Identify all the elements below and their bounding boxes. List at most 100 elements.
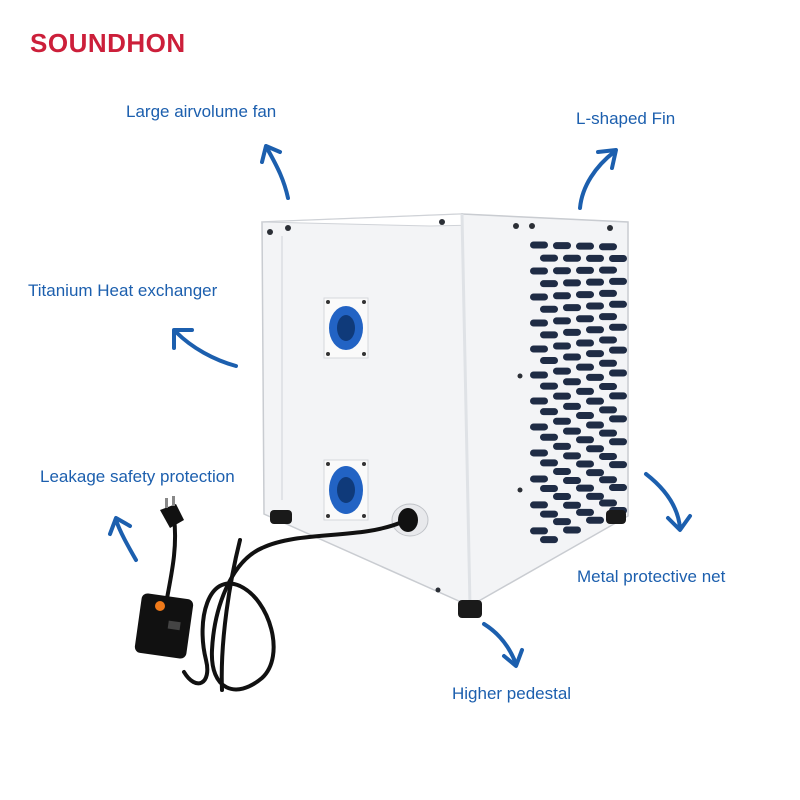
label-net: Metal protective net (577, 567, 726, 586)
grille-slot (530, 527, 548, 535)
grille-slot (576, 460, 594, 468)
grille-slot (530, 267, 548, 275)
grille-slot (576, 387, 594, 395)
grille-slot (586, 469, 604, 477)
grille-slot (586, 445, 604, 453)
grille-slot (530, 449, 548, 457)
grille-slot (563, 279, 581, 287)
grille-slot (586, 492, 604, 500)
grille-slot (540, 536, 558, 544)
grille-slot (563, 452, 581, 460)
grille-slot (530, 371, 548, 379)
grille-slot (540, 356, 558, 364)
grille-slot (599, 383, 617, 391)
grille-slot (563, 526, 581, 534)
grille-slot (553, 392, 571, 400)
grille-slot (599, 476, 617, 484)
grille-slot (530, 423, 548, 431)
grille-slot (576, 508, 594, 516)
arrow-fan-icon (260, 144, 290, 200)
grille-slot (599, 429, 617, 437)
grille-slot (553, 317, 571, 325)
grille-slot (609, 300, 627, 308)
label-leakage: Leakage safety protection (40, 467, 235, 486)
grille-slot (530, 501, 548, 509)
grille-slot (576, 315, 594, 323)
grille-slot (540, 305, 558, 313)
grille-slot (599, 499, 617, 507)
grille-slot (540, 484, 558, 492)
grille-slot (563, 427, 581, 435)
grille-slot (586, 254, 604, 262)
grille-slot (576, 242, 594, 250)
cable-gland (391, 503, 429, 537)
grille-slot (563, 254, 581, 262)
grille-slot (586, 397, 604, 405)
water-outlet-port (323, 459, 369, 521)
grille-slot (599, 452, 617, 460)
grille-slot (586, 278, 604, 286)
label-pedestal: Higher pedestal (452, 684, 572, 703)
grille-slot (609, 323, 627, 331)
grille-slot (553, 518, 571, 526)
grille-slot (609, 346, 627, 354)
grille-slot (553, 267, 571, 275)
grille-slot (540, 382, 558, 390)
grille-slot (540, 331, 558, 339)
arrow-net-icon (644, 472, 692, 532)
grille-slot (530, 293, 548, 301)
grille-slot (530, 241, 548, 249)
label-fan: Large airvolume fan (126, 102, 277, 121)
grille-slot (576, 363, 594, 371)
grille-slot (599, 359, 617, 367)
grille-slot (609, 484, 627, 492)
grille-slot (599, 243, 617, 251)
grille-slot (576, 412, 594, 420)
brand-logo: SOUNDHON (30, 28, 186, 58)
grille-slot (576, 266, 594, 274)
grille-slot (553, 467, 571, 475)
grille-slot (563, 353, 581, 361)
grille-slot (563, 402, 581, 410)
arrow-exchanger-icon (172, 328, 238, 368)
grille-slot (609, 369, 627, 377)
grille-slot (586, 421, 604, 429)
grille-slot (530, 397, 548, 405)
grille-slot (553, 442, 571, 450)
grille-slot (530, 475, 548, 483)
grille-slot (563, 378, 581, 386)
leakage-protection-plug (134, 496, 194, 659)
grille-slot (540, 459, 558, 467)
grille-slot (563, 501, 581, 509)
grille-slot (540, 254, 558, 262)
arrow-pedestal-icon (482, 622, 524, 668)
grille-slot (576, 339, 594, 347)
grille-slot (599, 406, 617, 414)
grille-slot (609, 254, 627, 262)
grille-slot (530, 345, 548, 353)
grille-slot (563, 477, 581, 485)
grille-slot (563, 328, 581, 336)
grille-slot (553, 342, 571, 350)
grille-slot (553, 242, 571, 250)
water-inlet-port (323, 297, 369, 359)
grille-slot (586, 373, 604, 381)
grille-slot (540, 408, 558, 416)
grille-slot (609, 461, 627, 469)
grille-slot (586, 516, 604, 524)
grille-slot (599, 266, 617, 274)
grille-slot (599, 336, 617, 344)
metal-protective-net (530, 241, 627, 544)
grille-slot (553, 493, 571, 501)
arrow-fin-icon (578, 148, 618, 210)
grille-slot (586, 326, 604, 334)
grille-slot (553, 367, 571, 375)
grille-slot (576, 484, 594, 492)
grille-slot (576, 436, 594, 444)
grille-slot (563, 304, 581, 312)
heat-pump-unit (261, 213, 629, 618)
grille-slot (609, 415, 627, 423)
grille-slot (540, 433, 558, 441)
grille-slot (540, 510, 558, 518)
